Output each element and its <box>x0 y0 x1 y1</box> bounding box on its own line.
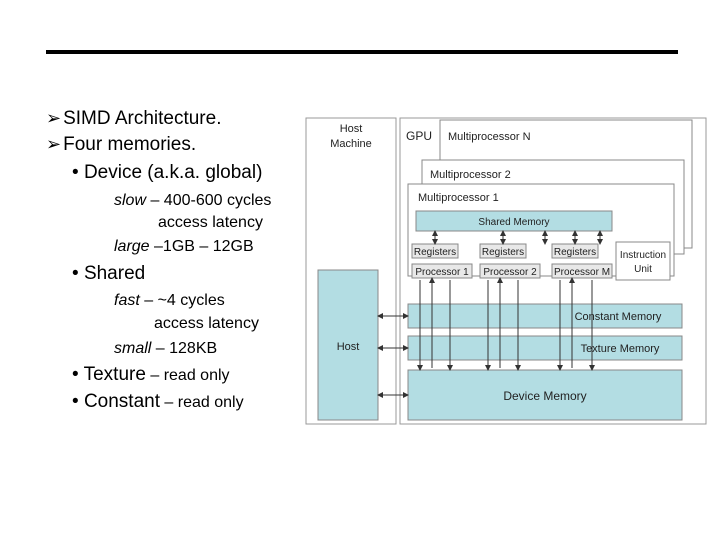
shared-memory-box <box>415 210 613 232</box>
host-memory-arrows <box>377 313 409 398</box>
bullet-texture: • Texture – read only <box>72 364 230 385</box>
bullet-simd: ➢SIMD Architecture. <box>46 108 222 129</box>
multiprocessor-1-label: Multiprocessor 1 <box>418 192 499 204</box>
bullet-constant: • Constant – read only <box>72 391 244 412</box>
shared-small-line: small – 128KB <box>114 340 218 357</box>
shared-fast-continued: access latency <box>154 315 259 332</box>
arrow-bullet-icon: ➢ <box>46 134 62 154</box>
device-large-line: large –1GB – 12GB <box>114 238 254 255</box>
dot-bullet-icon: • <box>72 391 84 412</box>
multiprocessor-n-label: Multiprocessor N <box>448 131 531 143</box>
processor-1 <box>411 263 473 279</box>
processor-1-label: Processor 1 <box>415 267 469 278</box>
instruction-unit-label: Instruction <box>620 250 666 261</box>
processor-2-label: Processor 2 <box>483 267 537 278</box>
gpu-label: GPU <box>406 129 432 143</box>
registers-m-label: Registers <box>554 247 596 258</box>
bullet-four-memories: ➢Four memories. <box>46 134 197 155</box>
dot-bullet-icon: • <box>72 162 84 183</box>
device-memory-label: Device Memory <box>503 389 586 403</box>
shared-memory-arrows <box>432 230 603 245</box>
host-machine-label: Host <box>340 123 363 135</box>
shared-memory-label: Shared Memory <box>478 217 549 228</box>
registers-2-label: Registers <box>482 247 524 258</box>
registers-1-label: Registers <box>414 247 456 258</box>
bullet-shared: • Shared <box>72 263 146 284</box>
device-slow-continued: access latency <box>158 214 263 231</box>
shared-fast-line: fast – ~4 cycles <box>114 292 225 309</box>
gpu-memory-diagram: Host Machine Host GPU Multiprocessor N M… <box>305 117 707 425</box>
device-memory-box <box>407 369 683 421</box>
constant-memory-label: Constant Memory <box>575 311 662 323</box>
instruction-unit <box>615 241 671 281</box>
texture-memory-box <box>407 335 683 361</box>
dot-bullet-icon: • <box>72 263 84 284</box>
device-slow-line: slow – 400-600 cycles <box>114 192 272 209</box>
instruction-unit-label-2: Unit <box>634 264 652 275</box>
constant-memory-box <box>407 303 683 329</box>
processor-m <box>551 263 613 279</box>
processor-m-label: Processor M <box>554 267 610 278</box>
arrow-bullet-icon: ➢ <box>46 108 62 128</box>
host-label: Host <box>337 341 360 353</box>
texture-memory-label: Texture Memory <box>581 343 660 355</box>
host-machine-label-2: Machine <box>330 138 372 150</box>
processor-memory-arrows <box>417 277 595 371</box>
host-box <box>317 269 379 421</box>
dot-bullet-icon: • <box>72 364 84 385</box>
title-rule <box>46 50 678 54</box>
processor-2 <box>479 263 541 279</box>
multiprocessor-2-label: Multiprocessor 2 <box>430 169 511 181</box>
bullet-device: • Device (a.k.a. global) <box>72 162 263 183</box>
